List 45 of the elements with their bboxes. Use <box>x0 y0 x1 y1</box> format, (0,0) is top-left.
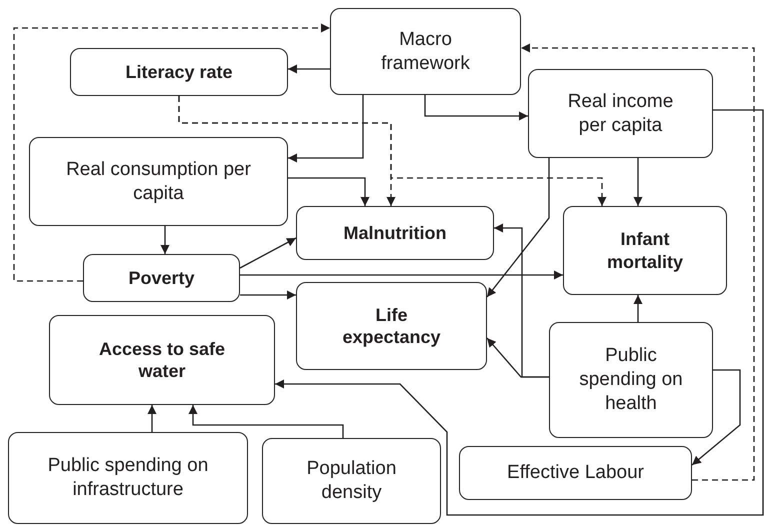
arrow <box>634 295 642 322</box>
box-label: Public spending on infrastructure <box>46 454 210 502</box>
arrow <box>275 109 764 516</box>
process-box <box>8 432 248 524</box>
process-box <box>528 69 713 158</box>
box-label: Public spending on health <box>578 344 684 416</box>
arrow <box>178 96 606 206</box>
arrow <box>188 405 344 438</box>
box-label: Life expectancy <box>341 304 442 348</box>
box-label: Poverty <box>127 266 196 290</box>
arrow <box>240 270 563 280</box>
box-label: Population density <box>306 457 398 505</box>
arrow <box>634 158 642 206</box>
arrow <box>13 24 330 282</box>
box-label: Real income per capita <box>566 90 674 138</box>
process-box <box>330 8 521 95</box>
process-box <box>83 254 240 302</box>
process-box <box>296 282 487 370</box>
arrow <box>240 237 296 269</box>
process-box <box>296 206 494 260</box>
arrow <box>240 290 296 300</box>
arrow <box>486 338 549 378</box>
process-box <box>29 137 288 226</box>
arrow <box>288 64 330 74</box>
arrow <box>692 369 741 466</box>
box-label: Access to safe water <box>98 338 226 382</box>
box-label: Macro framework <box>380 28 471 76</box>
process-box <box>262 438 441 524</box>
process-box <box>549 322 713 438</box>
arrow <box>486 158 550 298</box>
box-label: Effective Labour <box>506 461 645 485</box>
process-box <box>49 315 275 405</box>
process-box <box>459 446 692 500</box>
box-label: Real consumption per capita <box>65 158 252 206</box>
arrow <box>148 405 156 432</box>
arrow <box>521 44 755 481</box>
arrow <box>160 226 170 254</box>
arrow <box>424 95 528 120</box>
arrow <box>288 95 364 162</box>
process-box <box>563 206 727 295</box>
process-box <box>70 48 288 96</box>
arrow <box>288 177 370 206</box>
box-label: Malnutrition <box>342 222 448 244</box>
box-label: Literacy rate <box>124 60 234 84</box>
box-label: Infant mortality <box>606 228 684 273</box>
